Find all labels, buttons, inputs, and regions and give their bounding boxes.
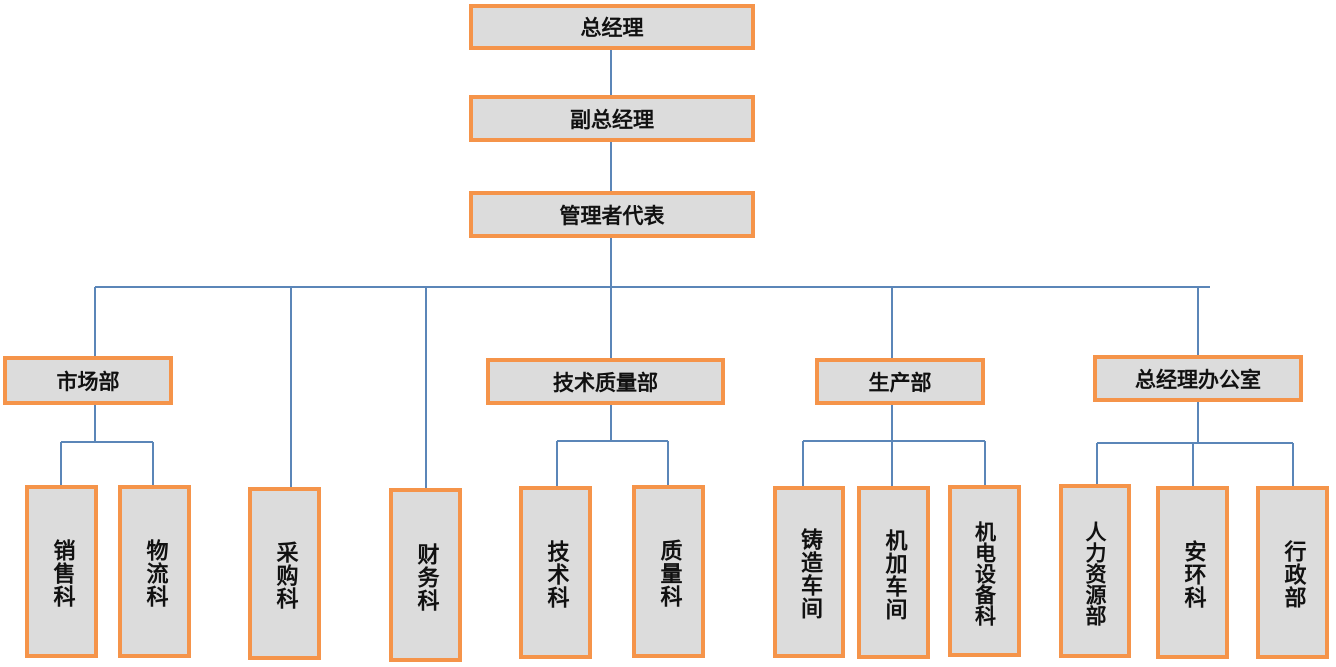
node-section-machining: 机加车间 — [857, 486, 930, 659]
node-dept-tech-quality: 技术质量部 — [486, 358, 725, 405]
node-section-purchasing: 采购科 — [248, 487, 321, 660]
node-section-finance: 财务科 — [389, 488, 462, 662]
node-dept-marketing: 市场部 — [3, 356, 173, 405]
node-section-quality: 质量科 — [632, 485, 705, 658]
node-dept-gm-office: 总经理办公室 — [1093, 355, 1303, 402]
node-management-representative: 管理者代表 — [469, 191, 755, 238]
node-section-hr: 人力资源部 — [1059, 484, 1131, 658]
node-section-safety: 安环科 — [1156, 486, 1229, 659]
node-section-casting: 铸造车间 — [773, 486, 845, 658]
node-section-admin: 行政部 — [1256, 486, 1329, 659]
node-section-logistics: 物流科 — [118, 485, 191, 658]
node-section-sales: 销售科 — [25, 485, 98, 658]
node-section-technical: 技术科 — [519, 486, 592, 659]
node-deputy-general-manager: 副总经理 — [469, 95, 755, 142]
node-general-manager: 总经理 — [469, 4, 755, 50]
node-dept-production: 生产部 — [815, 358, 985, 405]
node-section-electromech: 机电设备科 — [948, 485, 1021, 657]
